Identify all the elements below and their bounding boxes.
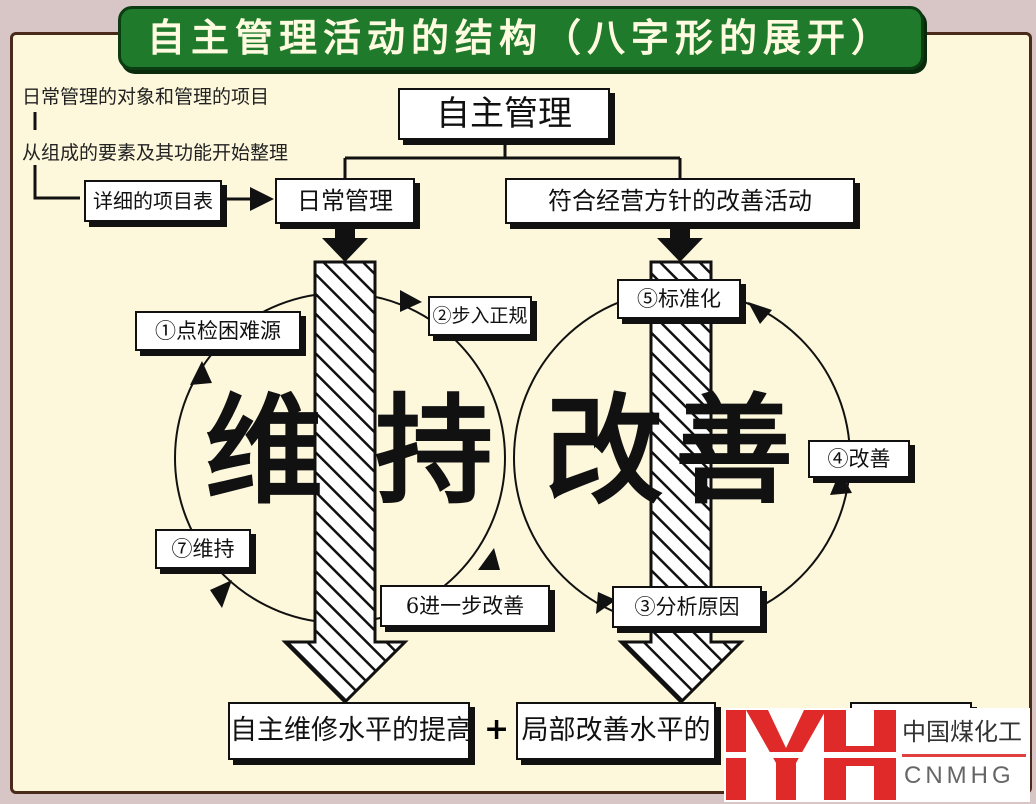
note-objects: 日常管理的对象和管理的项目 <box>22 86 270 108</box>
tree-lines <box>343 142 682 178</box>
cycle-arrowheads <box>190 290 852 614</box>
flow-arrows <box>33 112 268 199</box>
step-2-label: ②步入正规 <box>428 296 532 336</box>
big-char-3: 改 <box>545 381 664 520</box>
box-policy-improvement: 符合经营方针的改善活动 <box>505 178 855 224</box>
step-1-label: ①点检困难源 <box>135 311 301 351</box>
box-detail-list: 详细的项目表 <box>84 180 222 222</box>
big-char-2: 持 <box>375 381 494 520</box>
hatched-arrow-left <box>281 260 409 705</box>
arrow-down-right <box>657 222 703 262</box>
step-6-label: 6进一步改善 <box>380 585 550 627</box>
logo-cn-text: 中国煤化工 <box>902 718 1022 746</box>
big-char-4: 善 <box>675 381 794 520</box>
result-improvement-level: 局部改善水平的 <box>516 702 716 760</box>
logo-en-text: CNMHG <box>904 762 1015 789</box>
plus-sign: + <box>484 712 510 747</box>
arrow-down-left <box>322 222 368 262</box>
box-self-management: 自主管理 <box>398 88 610 140</box>
page-title: 自主管理活动的结构（八字形的展开） <box>118 6 924 70</box>
box-daily-management: 日常管理 <box>275 178 415 224</box>
logo-divider <box>902 754 1026 757</box>
result-maintenance-level: 自主维修水平的提高 <box>228 702 470 760</box>
note-elements: 从组成的要素及其功能开始整理 <box>22 142 289 164</box>
big-char-1: 维 <box>205 381 324 520</box>
step-3-label: ③分析原因 <box>612 586 762 628</box>
logo-mark-icon <box>724 710 899 800</box>
step-4-label: ④改善 <box>808 440 910 478</box>
watermark-logo: 中国煤化工 CNMHG <box>724 708 1030 802</box>
step-7-label: ⑦维持 <box>155 529 251 569</box>
step-5-label: ⑤标准化 <box>617 279 741 319</box>
